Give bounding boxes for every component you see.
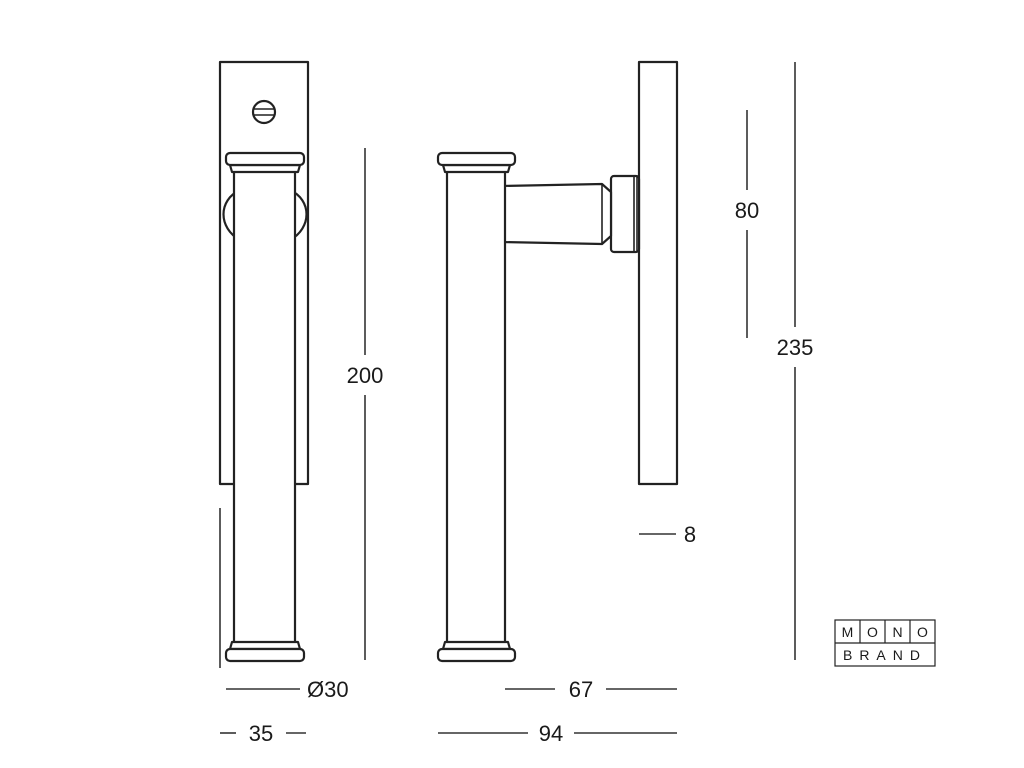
side-handle-bar — [445, 168, 507, 646]
dimension-lines — [220, 62, 796, 734]
front-bottom-cap — [224, 640, 306, 663]
dim-label-235: 235 — [777, 335, 814, 360]
dim-label-35: 35 — [249, 721, 273, 746]
dimension-labels: 200 80 235 8 Ø30 35 67 94 — [249, 198, 814, 746]
dim-label-67: 67 — [569, 677, 593, 702]
dim-label-80: 80 — [735, 198, 759, 223]
front-view — [218, 60, 310, 668]
logo-letter-1: M — [842, 624, 854, 640]
side-back-plate — [637, 60, 679, 486]
front-top-cap — [224, 151, 306, 174]
side-rose-collar — [609, 174, 641, 254]
logo-letter-2: O — [867, 624, 878, 640]
screw-icon — [251, 99, 277, 125]
dim-label-94: 94 — [539, 721, 563, 746]
front-handle-bar — [232, 168, 297, 646]
mono-brand-logo: M O N O BRAND — [834, 619, 936, 667]
dim-label-8: 8 — [684, 522, 696, 547]
side-bottom-cap — [436, 640, 517, 663]
dim-label-d30: Ø30 — [307, 677, 349, 702]
logo-bottom-text: BRAND — [843, 647, 927, 663]
side-arm — [488, 182, 613, 246]
dim-label-200: 200 — [347, 363, 384, 388]
side-top-cap — [436, 151, 517, 174]
side-view — [436, 60, 679, 663]
logo-letter-3: N — [892, 624, 902, 640]
logo-letter-4: O — [917, 624, 928, 640]
